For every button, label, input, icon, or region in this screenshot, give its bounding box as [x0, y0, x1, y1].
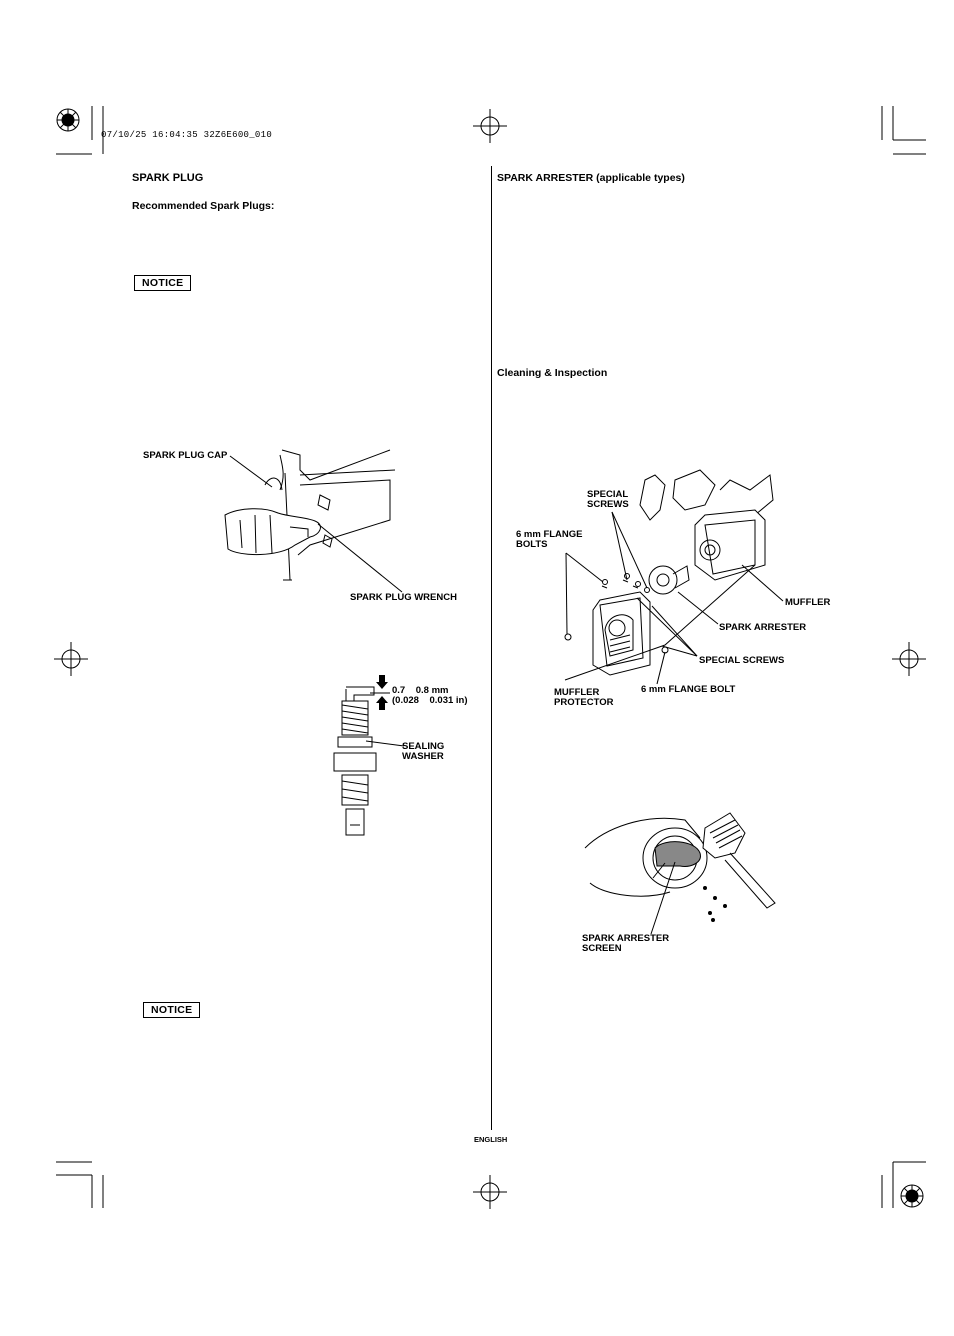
special-text: SPECIAL: [587, 489, 629, 500]
gap-metric-text: 0.7 0.8 mm: [392, 685, 449, 696]
cleaning-inspection-subheading: Cleaning & Inspection: [497, 367, 608, 379]
muffler-protector-label: MUFFLER PROTECTOR: [554, 688, 613, 708]
special-screws-top-label: SPECIAL SCREWS: [587, 490, 629, 510]
sealing-text: SEALING: [402, 741, 445, 752]
notice-box-bottom: NOTICE: [143, 1002, 201, 1018]
electrode-gap-label: 0.7 0.8 mm (0.028 0.031 in): [392, 686, 468, 706]
screen-text-2: SCREEN: [582, 943, 622, 954]
recommended-plugs-subheading: Recommended Spark Plugs:: [132, 200, 275, 212]
flange-bolts-label: 6 mm FLANGE BOLTS: [516, 530, 583, 550]
special-screws-label: SPECIAL SCREWS: [699, 655, 785, 666]
muffler-protector-text-2: PROTECTOR: [554, 697, 614, 708]
spark-arrester-exploded-view: [555, 470, 785, 690]
spark-plug-gap-illustration: [330, 675, 390, 845]
gap-imperial-text: (0.028 0.031 in): [392, 695, 468, 706]
washer-text: WASHER: [402, 751, 444, 762]
flange-bolts-text-1: 6 mm FLANGE: [516, 529, 583, 540]
muffler-protector-text-1: MUFFLER: [554, 687, 600, 698]
notice-box-top: NOTICE: [134, 275, 192, 291]
screen-text-1: SPARK ARRESTER: [582, 933, 670, 944]
screen-cleaning-illustration: [585, 808, 785, 933]
muffler-label: MUFFLER: [785, 597, 831, 608]
spark-plug-wrench-label: SPARK PLUG WRENCH: [350, 592, 457, 603]
spark-arrester-label: SPARK ARRESTER: [719, 622, 807, 633]
spark-plug-heading: SPARK PLUG: [132, 172, 204, 184]
flange-bolts-text-2: BOLTS: [516, 539, 548, 550]
spark-plug-removal-illustration: [220, 445, 400, 585]
flange-bolt-label: 6 mm FLANGE BOLT: [641, 684, 736, 695]
print-stamp: 07/10/25 16:04:35 32Z6E600_010: [101, 130, 273, 140]
column-divider: [491, 166, 492, 1130]
footer-language: ENGLISH: [474, 1135, 508, 1144]
spark-arrester-heading: SPARK ARRESTER (applicable types): [497, 172, 685, 184]
spark-arrester-screen-label: SPARK ARRESTER SCREEN: [582, 934, 669, 954]
spark-plug-cap-label: SPARK PLUG CAP: [143, 450, 228, 461]
sealing-washer-label: SEALING WASHER: [402, 742, 444, 762]
screws-text: SCREWS: [587, 499, 629, 510]
